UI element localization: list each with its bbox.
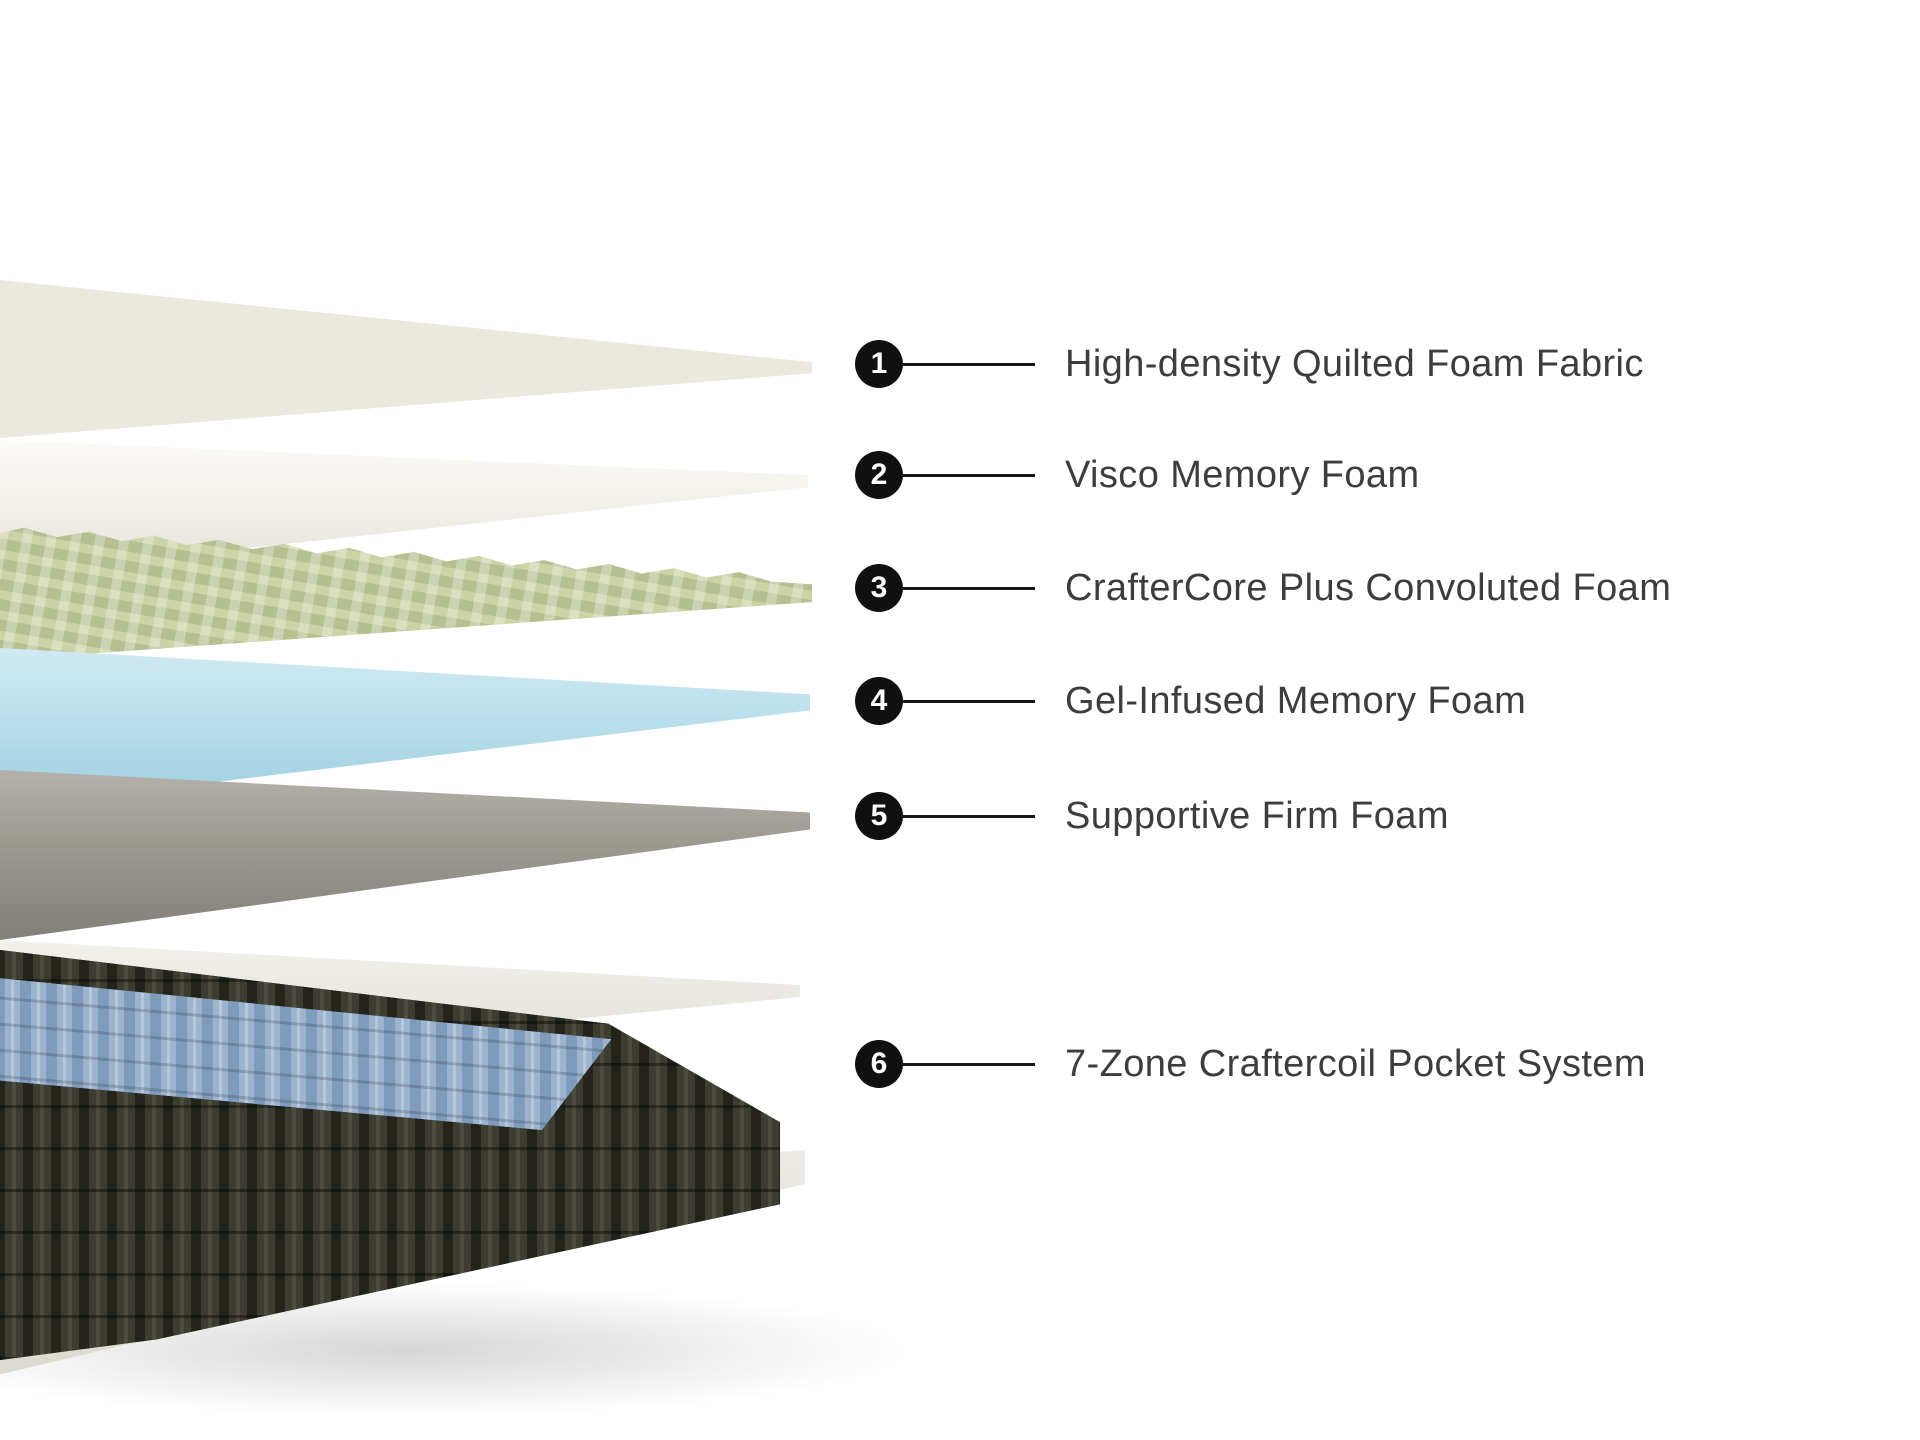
callout-row-1: 1 High-density Quilted Foam Fabric [855,340,1644,388]
layer-5-firm-foam-graphic [0,770,810,940]
layer-label: CrafterCore Plus Convoluted Foam [1065,566,1672,609]
callout-number-badge: 2 [855,451,903,499]
callout-row-6: 6 7-Zone Craftercoil Pocket System [855,1040,1646,1088]
callout-row-3: 3 CrafterCore Plus Convoluted Foam [855,564,1671,612]
connector-line [903,362,1035,366]
connector-line [903,1062,1035,1066]
callout-number-badge: 5 [855,792,903,840]
layer-label: Gel-Infused Memory Foam [1065,679,1527,722]
callout-row-5: 5 Supportive Firm Foam [855,792,1449,840]
callout-number-badge: 4 [855,677,903,725]
layer-label: Visco Memory Foam [1065,453,1420,496]
layer-label: High-density Quilted Foam Fabric [1065,342,1644,385]
layer-3-convoluted-foam-graphic [0,527,812,660]
callout-number-badge: 1 [855,340,903,388]
connector-line [903,814,1035,818]
callout-number-badge: 3 [855,564,903,612]
connector-line [903,699,1035,703]
connector-line [903,586,1035,590]
callout-row-2: 2 Visco Memory Foam [855,451,1420,499]
layer-label: Supportive Firm Foam [1065,794,1449,837]
callout-row-4: 4 Gel-Infused Memory Foam [855,677,1526,725]
layer-1-quilted-foam-graphic [0,280,812,438]
layer-label: 7-Zone Craftercoil Pocket System [1065,1042,1646,1085]
connector-line [903,473,1035,477]
callout-number-badge: 6 [855,1040,903,1088]
